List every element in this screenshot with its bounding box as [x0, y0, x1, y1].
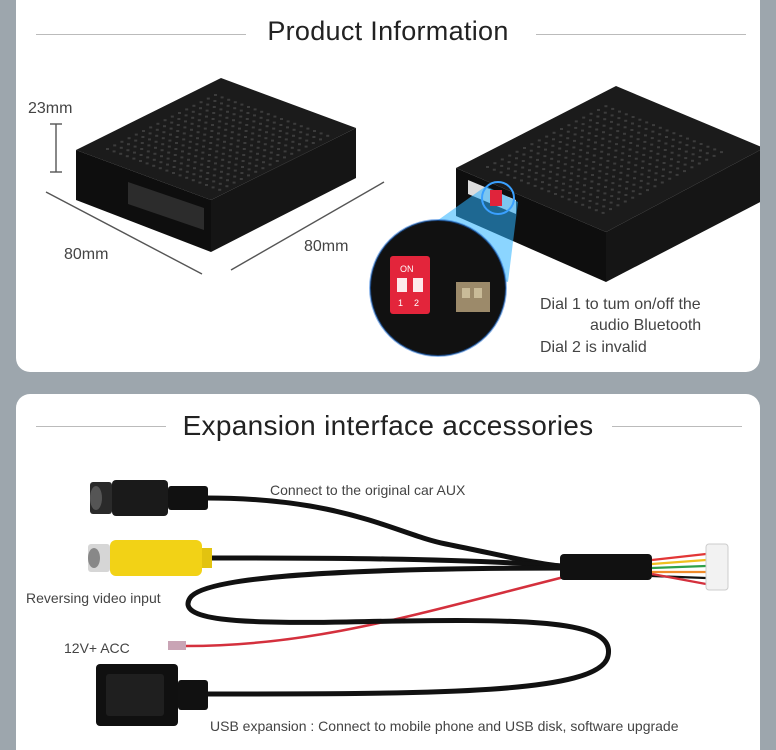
acc-caption: 12V+ ACC	[64, 640, 130, 656]
acc-wire	[185, 572, 577, 648]
title-rule-right	[536, 34, 746, 35]
aux-cable	[205, 495, 562, 569]
accessories-panel: Expansion interface accessories	[16, 394, 760, 750]
depth-label: 80mm	[304, 238, 349, 255]
product-illustration: ON 1 2	[45, 78, 760, 357]
product-info-panel: Product Information	[16, 0, 760, 372]
width-label: 80mm	[64, 246, 109, 263]
aux-connector	[90, 480, 208, 516]
multi-pin-plug	[705, 543, 729, 591]
accessories-title: Expansion interface accessories	[16, 410, 760, 442]
title-rule-left-2	[36, 426, 166, 427]
dip-switch	[390, 256, 430, 314]
vent-pattern-left	[106, 94, 330, 191]
harness-wires	[651, 552, 707, 586]
dip-2-label: 2	[414, 298, 419, 308]
usb-connector	[96, 664, 208, 726]
harness-sleeve	[560, 554, 652, 580]
aux-caption: Connect to the original car AUX	[270, 482, 466, 498]
product-info-title: Product Information	[16, 16, 760, 47]
dip-switch-closeup: ON 1 2	[369, 219, 507, 357]
dial1-note-line1: Dial 1 to tum on/off the	[540, 296, 701, 313]
usb-caption: USB expansion : Connect to mobile phone …	[210, 718, 679, 734]
rca-video-connector	[88, 540, 212, 576]
height-label: 23mm	[28, 100, 73, 117]
video-caption: Reversing video input	[26, 590, 161, 606]
dial1-note-line2: audio Bluetooth	[590, 317, 702, 334]
dip-on-label: ON	[400, 264, 414, 274]
dip-1-label: 1	[398, 298, 403, 308]
vent-pattern-right	[486, 105, 723, 214]
video-cable	[205, 555, 562, 569]
usb-cable	[185, 565, 612, 697]
acc-pin	[168, 641, 186, 650]
title-rule-left	[36, 34, 246, 35]
cable-harness-illustration	[88, 480, 729, 726]
depth-dimension-line	[230, 181, 385, 271]
title-rule-right-2	[612, 426, 742, 427]
dial2-note: Dial 2 is invalid	[540, 339, 647, 356]
module-box-left	[76, 78, 356, 252]
width-dimension-line	[45, 191, 203, 275]
